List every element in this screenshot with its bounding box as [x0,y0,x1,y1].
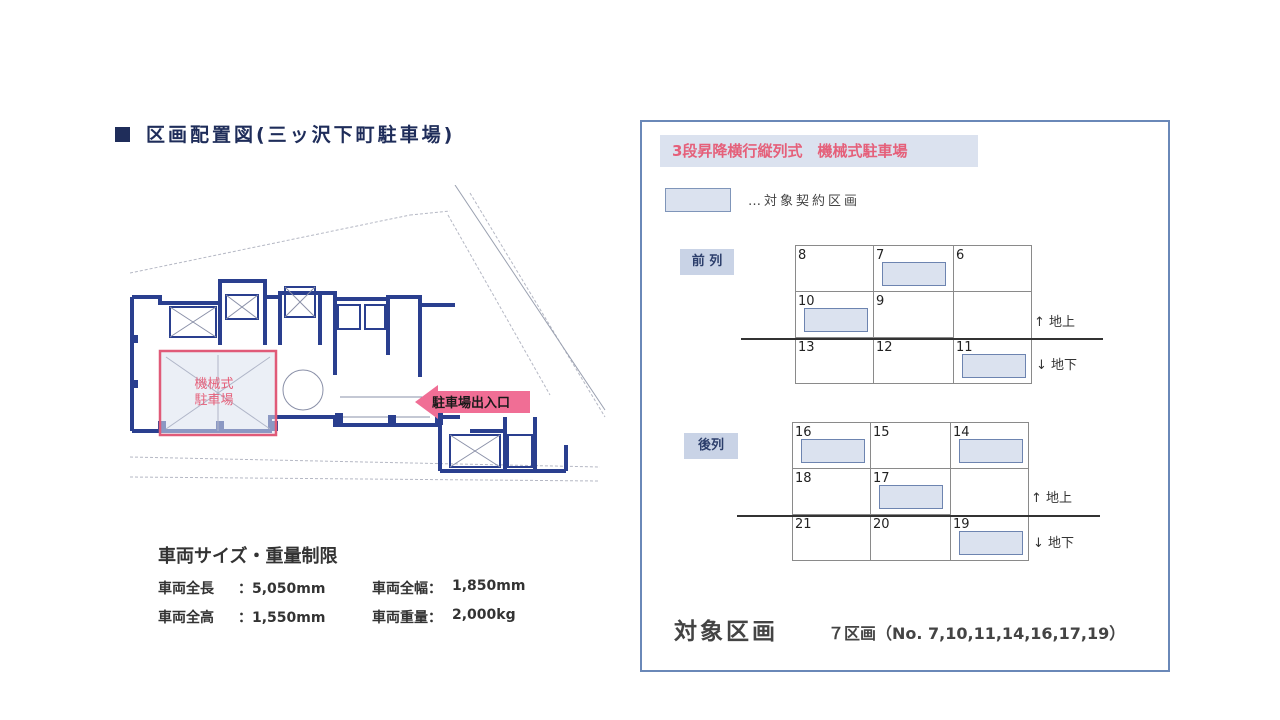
rear-row-label: 後列 [684,433,738,459]
space-number: 9 [876,294,885,309]
space-number: 15 [873,425,890,440]
target-space-marker [959,439,1023,463]
space-number: 7 [876,248,885,263]
spec-height-label: 車両全高 [158,610,214,626]
front-below-ground: ↓ 地下 [1036,358,1078,373]
space-number: 10 [798,294,815,309]
target-title: 対象区画 [674,619,778,645]
parking-space [954,292,1032,338]
parking-space: 8 [796,246,874,292]
ground-line-rear [737,515,1100,517]
spec-length-label: 車両全長 [158,581,214,597]
space-number: 8 [798,248,807,263]
target-space-marker [879,485,943,509]
parking-space: 10 [796,292,874,338]
panel-title: 3段昇降横行縦列式 機械式駐車場 [660,135,978,167]
spec-width-value: 1,850mm [452,578,526,594]
parking-space: 14 [951,423,1029,469]
space-number: 21 [795,517,812,532]
space-number: 19 [953,517,970,532]
square-bullet-icon [115,127,130,142]
spec-weight-value: 2,000kg [452,607,516,623]
parking-space: 19 [951,515,1029,561]
vehicle-limit-title: 車両サイズ・重量制限 [158,546,338,567]
parking-space: 11 [954,338,1032,384]
section-title: 区画配置図(三ッ沢下町駐車場) [115,120,455,147]
parking-space: 6 [954,246,1032,292]
parking-layout-panel [640,120,1170,672]
entrance-label: 駐車場出入口 [432,395,510,411]
spec-height-value: ：1,550mm [238,610,326,626]
parking-space [951,469,1029,515]
parking-space: 7 [874,246,954,292]
space-number: 20 [873,517,890,532]
front-row-label: 前 列 [680,249,734,275]
parking-space: 12 [874,338,954,384]
parking-label-1: 機械式 [194,377,233,392]
front-row-grid: 8 7 6 10 9 13 12 11 [795,245,1032,384]
spec-width-label: 車両全幅： [372,581,442,597]
front-above-ground: ↑ 地上 [1034,315,1076,330]
space-number: 14 [953,425,970,440]
parking-space: 17 [871,469,951,515]
space-number: 16 [795,425,812,440]
target-space-marker [801,439,865,463]
rear-row-grid: 16 15 14 18 17 21 20 19 [792,422,1029,561]
space-number: 13 [798,340,815,355]
spec-weight-label: 車両重量： [372,610,442,626]
rear-below-ground: ↓ 地下 [1033,536,1075,551]
target-space-marker [959,531,1023,555]
space-number: 17 [873,471,890,486]
parking-space: 9 [874,292,954,338]
parking-space: 16 [793,423,871,469]
space-number: 18 [795,471,812,486]
space-number: 6 [956,248,965,263]
space-number: 11 [956,340,973,355]
ground-line-front [741,338,1103,340]
parking-space: 20 [871,515,951,561]
target-space-marker [804,308,868,332]
target-detail: ７区画（No. 7,10,11,14,16,17,19） [828,624,1126,643]
target-space-marker [882,262,946,286]
spec-length-value: ：5,050mm [238,581,326,597]
space-number: 12 [876,340,893,355]
parking-space: 15 [871,423,951,469]
parking-space: 13 [796,338,874,384]
target-space-marker [962,354,1026,378]
parking-label-2: 駐車場 [194,393,233,408]
rear-above-ground: ↑ 地上 [1031,491,1073,506]
legend-swatch [665,188,731,212]
parking-space: 21 [793,515,871,561]
parking-space: 18 [793,469,871,515]
entrance-arrow-icon [415,385,530,419]
legend-text: …対象契約区画 [748,194,861,209]
floor-plan-map: 機械式 駐車場 駐車場出入口 [130,185,606,482]
